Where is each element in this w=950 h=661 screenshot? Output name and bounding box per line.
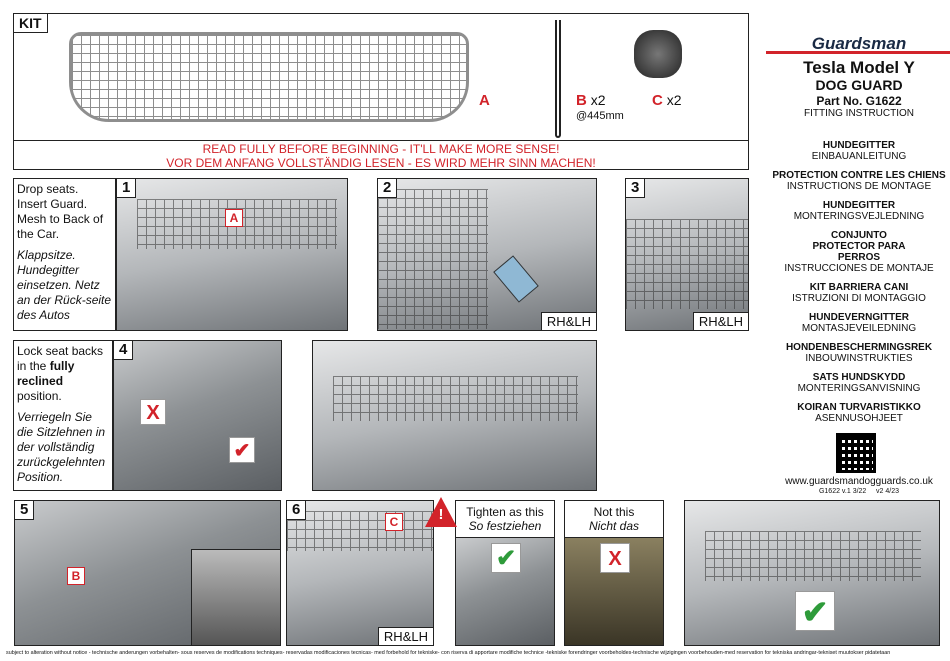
footer-disclaimer: subject to alteration without notice - t… xyxy=(6,650,891,656)
step-5-number: 5 xyxy=(15,501,35,520)
product-title: DOG GUARD xyxy=(815,77,903,93)
part-a-tag: A xyxy=(225,209,243,227)
step-3-photo: 3 RH&LH xyxy=(625,178,749,331)
part-c-label: C xyxy=(652,92,663,109)
guard-mesh-image xyxy=(69,32,469,122)
language-subtitle: MONTERINGSANVISNING xyxy=(797,383,921,394)
step-1-en-1: Drop seats. xyxy=(17,182,79,196)
step-4-en-a: Lock seat backs in the xyxy=(17,344,104,373)
part-number: Part No. G1622 xyxy=(816,94,902,108)
qr-code xyxy=(836,433,876,473)
warning-de: VOR DEM ANFANG VOLLSTÄNDIG LESEN - ES WI… xyxy=(166,156,596,170)
version-info: G1622 v.1 3/22 v2 4/23 xyxy=(818,488,900,495)
step-4-number: 4 xyxy=(114,341,134,360)
fitted-guard-photo xyxy=(312,340,597,491)
language-title: HUNDEGITTER xyxy=(822,140,896,151)
language-title: KIT BARRIERA CANI xyxy=(809,282,909,293)
rh-lh-tag: RH&LH xyxy=(540,312,596,330)
not-this-de: Nicht das xyxy=(588,519,640,533)
rh-lh-tag: RH&LH xyxy=(692,312,748,330)
tighten-wrong-panel: Not this Nicht das X xyxy=(564,500,664,646)
language-subtitle: MONTERINGSVEJLEDNING xyxy=(793,211,925,222)
language-subtitle: ASENNUSOHJEET xyxy=(815,413,903,424)
part-b-qty: x2 xyxy=(590,92,606,108)
not-this-en: Not this xyxy=(593,505,635,519)
model-title: Tesla Model Y xyxy=(803,58,915,77)
brand-header: Guardsman Tesla Model Y DOG GUARD Part N… xyxy=(766,18,950,119)
language-subtitle: INBOUWINSTRUKTIES xyxy=(805,353,913,364)
part-c-tag: C xyxy=(385,513,403,531)
language-subtitle: INSTRUCTIONS DE MONTAGE xyxy=(786,181,932,192)
part-c-qty: x2 xyxy=(666,92,682,108)
rh-lh-tag: RH&LH xyxy=(377,627,433,645)
language-title: KOIRAN TURVARISTIKKO xyxy=(797,402,921,413)
logo-underline xyxy=(766,51,950,54)
arrow-icon xyxy=(493,255,539,303)
step-4-photo: 4 X ✔ xyxy=(113,340,282,491)
step-1-number: 1 xyxy=(117,179,137,198)
warning-en: READ FULLY BEFORE BEGINNING - IT'LL MAKE… xyxy=(202,142,560,156)
language-title: SATS HUNDSKYDD xyxy=(812,372,906,383)
part-b-tag: B xyxy=(67,567,85,585)
step-5-inset-photo xyxy=(191,549,280,645)
language-subtitle: ISTRUZIONI DI MONTAGGIO xyxy=(792,293,926,304)
step-6-number: 6 xyxy=(287,501,307,520)
step-1-de: Klappsitze. Hundegitter einsetzen. Netz … xyxy=(17,248,112,322)
knob-image xyxy=(634,30,682,78)
kit-title: KIT xyxy=(13,13,48,33)
tighten-de: So festziehen xyxy=(468,519,542,533)
rod-image xyxy=(555,20,561,138)
check-mark-icon: ✔ xyxy=(491,543,521,573)
step-4-text: Lock seat backs in the fully reclined po… xyxy=(13,340,113,491)
tighten-correct-panel: Tighten as this So festziehen ✔ xyxy=(455,500,555,646)
warning-banner: READ FULLY BEFORE BEGINNING - IT'LL MAKE… xyxy=(14,140,748,170)
step-5-photo: 5 B xyxy=(14,500,281,646)
step-1-text: Drop seats. Insert Guard. Mesh to Back o… xyxy=(13,178,116,331)
language-title: HUNDEGITTER xyxy=(822,200,896,211)
language-subtitle: MONTASJEVEILEDNING xyxy=(801,323,917,334)
language-title: CONJUNTO PROTECTOR PARA PERROS xyxy=(812,230,906,263)
step-3-number: 3 xyxy=(626,179,646,198)
guardsman-logo: Guardsman xyxy=(811,34,907,53)
part-b-label: B xyxy=(576,92,587,109)
step-4-en-bold: fully reclined xyxy=(17,359,75,388)
language-title: PROTECTION CONTRE LES CHIENS xyxy=(772,170,946,181)
step-2-number: 2 xyxy=(378,179,398,198)
step-1-photo: 1 A xyxy=(116,178,348,331)
kit-panel: KIT A B x2 @445mm C x2 READ FULLY BEFORE… xyxy=(13,13,749,170)
step-4-en-c: position. xyxy=(17,389,62,403)
check-mark-icon: ✔ xyxy=(795,591,835,631)
language-subtitle: EINBAUANLEITUNG xyxy=(811,151,907,162)
language-title: HUNDEVERNGITTER xyxy=(808,312,909,323)
tighten-en: Tighten as this xyxy=(466,505,544,519)
step-4-de: Verriegeln Sie die Sitzlehnen in der vol… xyxy=(17,410,106,484)
check-mark-icon: ✔ xyxy=(229,437,255,463)
language-title: HONDENBESCHERMINGSREK xyxy=(785,342,933,353)
fitting-instruction: FITTING INSTRUCTION xyxy=(804,108,914,119)
step-6-photo: 6 C RH&LH xyxy=(286,500,434,646)
step-2-photo: 2 RH&LH xyxy=(377,178,597,331)
wrong-mark-icon: X xyxy=(600,543,630,573)
language-subtitle: INSTRUCCIONES DE MONTAJE xyxy=(784,263,934,274)
step-1-en-2: Insert Guard. xyxy=(17,197,88,211)
website-link[interactable]: www.guardsmandogguards.co.uk xyxy=(785,476,933,487)
rod-length: @445mm xyxy=(576,110,624,122)
wrong-mark-icon: X xyxy=(140,399,166,425)
part-a-label: A xyxy=(479,92,490,109)
step-1-en-3: Mesh to Back of the Car. xyxy=(17,212,104,241)
final-fitted-photo: ✔ xyxy=(684,500,940,646)
